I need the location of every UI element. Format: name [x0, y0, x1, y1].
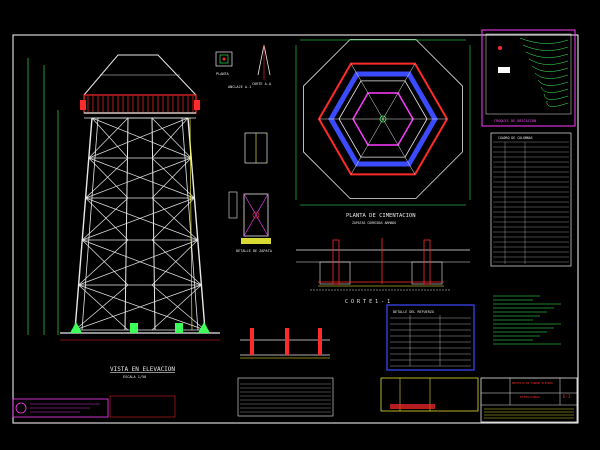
steel-table: CUADRO DE COLUMNAS	[490, 132, 572, 267]
project-line-2: ESTRUCTURAS	[520, 395, 540, 399]
planta-label: PLANTA	[216, 72, 230, 76]
quantities-table	[237, 377, 479, 417]
location-map: CROQUIS DE UBICACION	[481, 29, 576, 127]
tank-body	[83, 94, 197, 114]
foundation-title: PLANTA DE CIMENTACION	[346, 213, 416, 219]
elevation-view: VISTA EN ELEVACION ESCALA 1/50	[27, 54, 220, 379]
corte-11-title: C O R T E 1 - 1	[345, 299, 390, 305]
anclaje-label: ANCLAJE A-1	[228, 85, 251, 89]
title-block: PROYECTO DE TANQUE ELEVADO ESTRUCTURAS E…	[480, 377, 578, 423]
detalle-zapata-label: DETALLE DE ZAPATA	[236, 249, 273, 253]
foundation-subtitle: ZAPATAS CORRIDAS ARMADO	[352, 221, 396, 225]
tower-leg-right	[187, 117, 206, 331]
sheet-number: E-1	[563, 394, 571, 399]
sheet-border	[12, 34, 579, 424]
general-notes	[493, 295, 561, 345]
detail-details: PLANTA CORTE A-A ANCLAJE A-1 DETALLE DE …	[215, 44, 273, 253]
section-1-1: C O R T E 1 - 1	[296, 238, 470, 305]
footing-detail-bottom	[240, 328, 330, 359]
tower-leg-left	[74, 117, 93, 331]
elevation-scale: ESCALA 1/50	[123, 375, 146, 379]
legend-box	[12, 395, 176, 418]
location-title: CROQUIS DE UBICACION	[494, 119, 536, 123]
steel-table-title: CUADRO DE COLUMNAS	[498, 136, 533, 140]
connection-detail	[243, 193, 269, 237]
project-line-1: PROYECTO DE TANQUE ELEVADO	[512, 381, 553, 385]
foundation-plan: PLANTA DE CIMENTACION ZAPATAS CORRIDAS A…	[295, 39, 471, 225]
rebar-table-title: DETALLE DEL REFUERZO	[393, 310, 434, 314]
foundation-outer-octagon	[303, 39, 463, 199]
corte-aa-label: CORTE A-A	[252, 82, 272, 86]
elevation-title: VISTA EN ELEVACION	[110, 366, 175, 373]
rebar-table: DETALLE DEL REFUERZO	[386, 304, 475, 371]
